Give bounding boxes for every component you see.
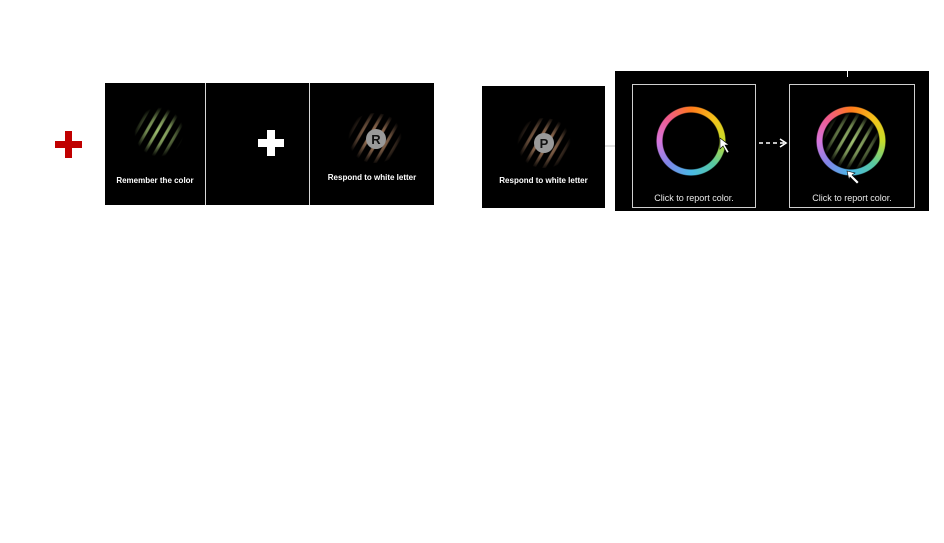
frame-report-adjust: Click to report color.	[789, 84, 915, 208]
frame-distractor-r: R Respond to white letter	[310, 83, 434, 205]
dashed-arrow-right-icon	[759, 138, 788, 148]
mouse-cursor-icon	[846, 170, 860, 185]
fixation-cross-icon	[258, 130, 284, 156]
tick-mark	[847, 71, 848, 77]
frame-encode: Remember the color	[105, 83, 205, 205]
frame-delay	[206, 83, 309, 205]
frame-caption: Respond to white letter	[499, 176, 588, 185]
color-wheel-icon	[816, 106, 886, 176]
frame-caption: Remember the color	[116, 176, 194, 185]
letter-badge: R	[366, 129, 386, 149]
frame-divider	[309, 83, 310, 205]
fixation-cross-icon	[55, 131, 82, 158]
frame-divider	[205, 83, 206, 205]
frame-caption: Click to report color.	[812, 193, 892, 203]
frame-caption: Click to report color.	[654, 193, 734, 203]
sequence-strip-1: Remember the color R Respond to white le…	[105, 83, 434, 205]
frame-caption: Respond to white letter	[327, 173, 417, 182]
green-grating-stimulus	[134, 107, 184, 157]
letter-badge: P	[534, 133, 554, 153]
color-wheel-icon	[656, 106, 726, 176]
frame-distractor-p: P Respond to white letter	[482, 86, 605, 208]
mouse-cursor-icon	[719, 137, 730, 154]
frame-report-wheel: Click to report color.	[632, 84, 756, 208]
